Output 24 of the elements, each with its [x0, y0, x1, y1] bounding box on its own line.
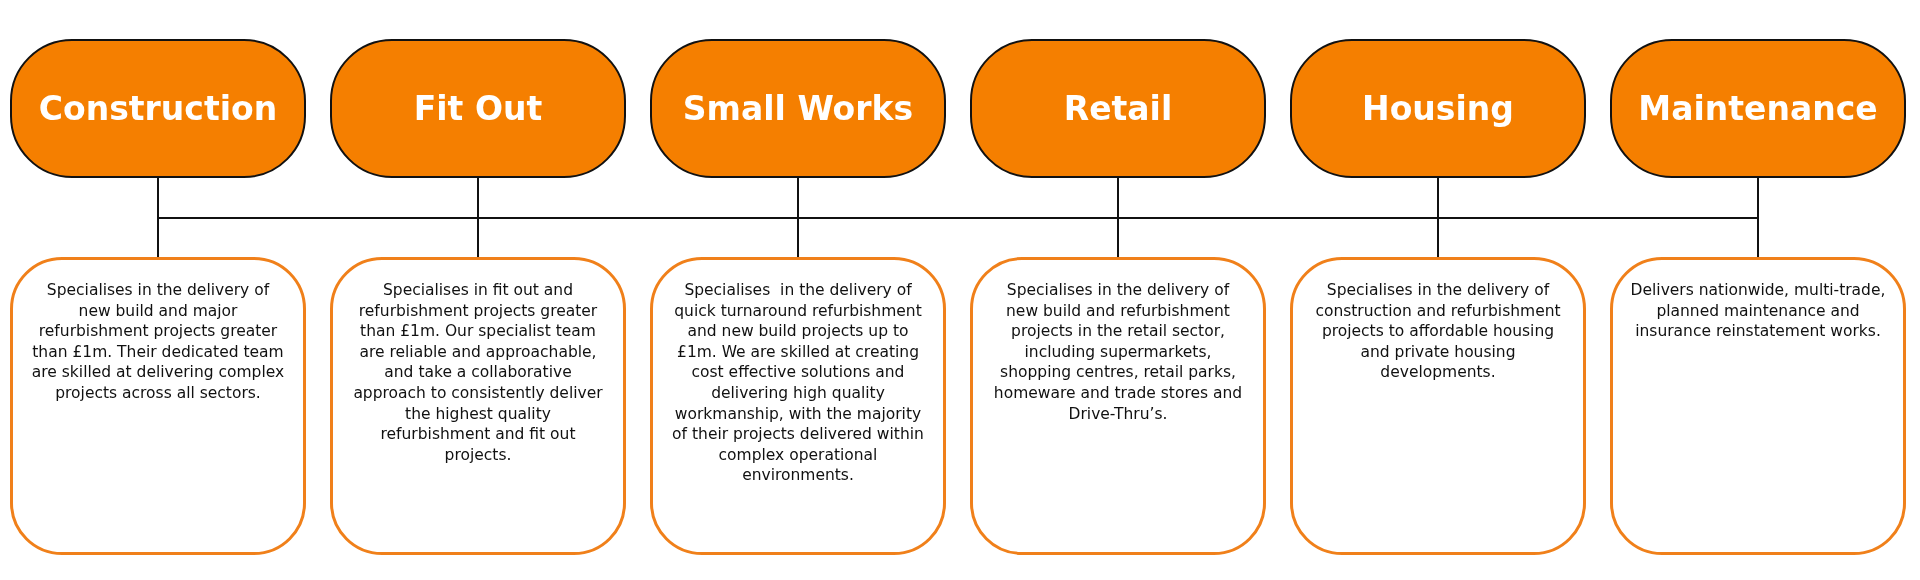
- division-title: Housing: [1362, 89, 1514, 128]
- description-text: Specialises in the delivery of quick turnaround refurbishment and new build projects up to £1m. We are skilled at creating cost effective solutions and delivering high quality workmanship, with the majority of their projects delivered within complex operational environments.: [671, 280, 925, 487]
- description-text: Delivers nationwide, multi-trade, planned maintenance and insurance reinstatement works.: [1629, 280, 1887, 342]
- division-title: Maintenance: [1638, 89, 1878, 128]
- division-title: Retail: [1063, 89, 1173, 128]
- description-text: Specialises in the delivery of construction and refurbishment projects to affordable housing and private housing developments.: [1314, 280, 1562, 384]
- division-title: Construction: [38, 89, 278, 128]
- connector-line: [1757, 177, 1759, 258]
- description-card: [650, 257, 946, 555]
- description-text: Specialises in fit out and refurbishment projects greater than £1m. Our specialist team are reliable and approachable, and take a collaborative approach to consistently deliver the highest quality refurbishment and fit out projects.: [352, 280, 604, 466]
- division-title: Small Works: [682, 89, 914, 128]
- connector-line: [1117, 177, 1119, 258]
- description-card: [1610, 257, 1906, 555]
- description-card: [330, 257, 626, 555]
- description-text: Specialises in the delivery of new build and refurbishment projects in the retail sector, including supermarkets, shopping centres, retail parks, homeware and trade stores and Drive-Thru’s.: [992, 280, 1244, 425]
- connector-line: [797, 177, 799, 258]
- description-card: [10, 257, 306, 555]
- connector-line: [477, 177, 479, 258]
- connector-line: [1437, 177, 1439, 258]
- description-card: [1290, 257, 1586, 555]
- connector-line: [157, 177, 159, 258]
- description-text: Specialises in the delivery of new build and major refurbishment projects greater than £1m. Their dedicated team are skilled at delivering complex projects across all sectors.: [30, 280, 286, 404]
- description-card: [970, 257, 1266, 555]
- division-title: Fit Out: [413, 89, 543, 128]
